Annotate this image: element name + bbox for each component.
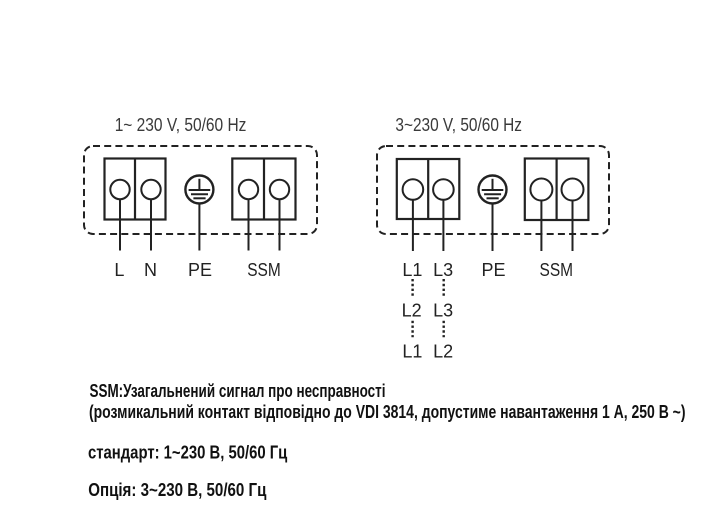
svg-text:L2: L2 (402, 301, 422, 321)
svg-text:L1: L1 (402, 260, 422, 280)
svg-text:Опція: 3~230 В, 50/60 Гц: Опція: 3~230 В, 50/60 Гц (88, 480, 266, 500)
svg-text:(розмикальний контакт відповід: (розмикальний контакт відповідно до VDI … (89, 402, 686, 422)
svg-text:SSM: SSM (540, 260, 574, 280)
svg-text:N: N (144, 260, 157, 280)
svg-text:1~ 230 V, 50/60 Hz: 1~ 230 V, 50/60 Hz (115, 115, 247, 135)
svg-text:SSM: SSM (247, 260, 281, 280)
svg-text:SSM:Узагальнений сигнал про не: SSM:Узагальнений сигнал про несправності (90, 381, 386, 401)
svg-text:L1: L1 (402, 342, 422, 362)
svg-text:L2: L2 (433, 342, 453, 362)
svg-text:L3: L3 (433, 301, 453, 321)
svg-text:3~230 V, 50/60 Hz: 3~230 V, 50/60 Hz (395, 115, 522, 135)
svg-text:L: L (114, 260, 124, 280)
svg-text:PE: PE (188, 260, 212, 280)
svg-text:PE: PE (481, 260, 505, 280)
svg-text:L3: L3 (433, 260, 453, 280)
svg-text:стандарт: 1~230 В, 50/60 Гц: стандарт: 1~230 В, 50/60 Гц (88, 443, 287, 463)
